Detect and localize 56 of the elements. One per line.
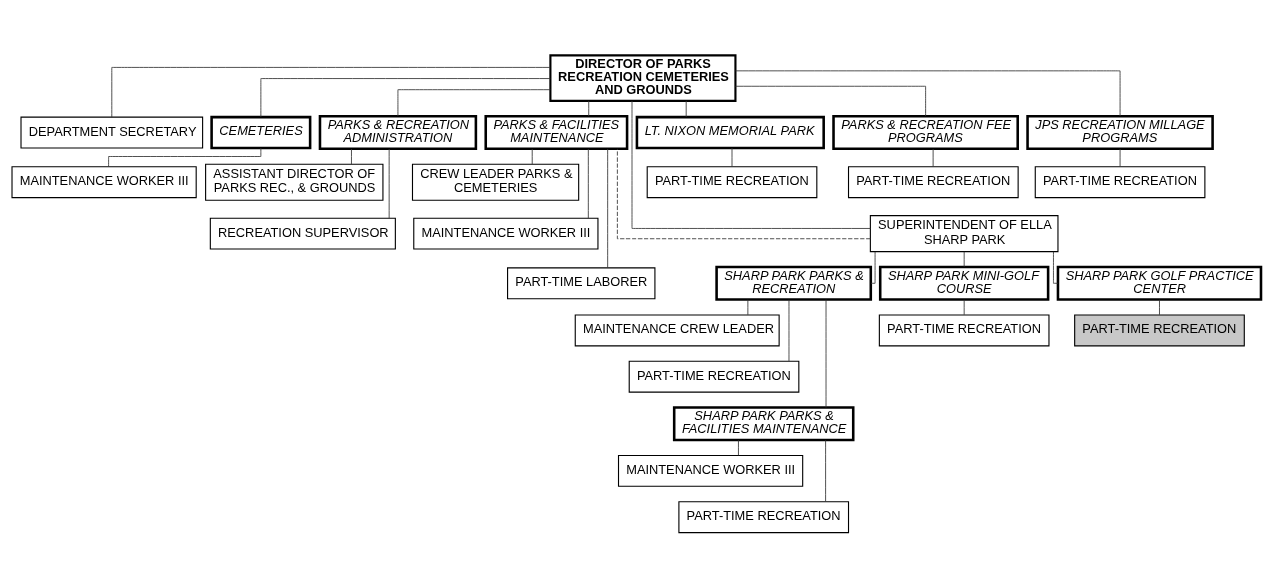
node-box: PART-TIME RECREATION [628,360,800,393]
connector [631,100,871,229]
node-box: PART-TIME RECREATION [1034,166,1206,199]
connector [825,439,827,502]
node-box: PART-TIME RECREATION [878,314,1050,347]
connector [735,70,1121,117]
connector [731,147,733,168]
node-box: PARKS & RECREATION ADMINISTRATION [318,114,478,151]
node-box: CEMETERIES [210,115,312,150]
connector [397,89,551,117]
node-box: JPS RECREATION MILLAGE PROGRAMS [1026,114,1214,151]
connector [685,100,687,118]
connector [351,148,352,165]
connector [531,148,533,165]
connector [260,78,551,118]
connector [932,148,934,167]
connector [747,299,749,316]
node-box: SHARP PARK PARKS & RECREATION [715,265,873,301]
node-box: PART-TIME RECREATION [678,501,850,534]
node-box: MAINTENANCE WORKER III [617,454,804,487]
connector [388,148,390,219]
node-box: PART-TIME LABORER [507,267,656,300]
connector [1159,299,1160,316]
node-box: DEPARTMENT SECRETARY [20,116,204,149]
node-box: LT. NIXON MEMORIAL PARK [635,115,825,150]
node-box: MAINTENANCE WORKER III [413,217,599,250]
connector [1053,251,1059,284]
connector [587,148,589,219]
node-box: MAINTENANCE CREW LEADER [574,314,780,347]
connector [963,251,965,268]
node-box: PART-TIME RECREATION [1074,314,1245,347]
node-box: SHARP PARK PARKS & FACILITIES MAINTENANCE [672,406,855,442]
node-box: SUPERINTENDENT OF ELLA SHARP PARK [869,215,1059,253]
node-box: PART-TIME RECREATION [646,166,818,199]
node-box: SHARP PARK MINI-GOLF COURSE [878,265,1050,301]
connector [111,67,551,118]
connector [825,299,827,408]
node-box: MAINTENANCE WORKER III [11,166,197,199]
node-box: DIRECTOR OF PARKS RECREATION CEMETERIES AND GROUNDS [549,54,737,102]
connector [963,299,965,316]
node-box: PART-TIME RECREATION [847,166,1019,199]
connector [1119,148,1121,167]
connector [108,147,262,168]
connector [788,299,790,362]
connector [607,148,609,269]
connector [738,439,739,456]
connector [616,148,871,240]
node-box: RECREATION SUPERVISOR [209,217,396,250]
node-box: SHARP PARK GOLF PRACTICE CENTER [1056,265,1263,301]
connector [588,100,590,117]
node-box: ASSISTANT DIRECTOR OF PARKS REC., & GROUNDS [205,163,384,201]
node-box: PARKS & RECREATION FEE PROGRAMS [832,114,1019,151]
node-box: CREW LEADER PARKS & CEMETERIES [411,163,580,201]
connector [870,251,876,284]
node-box: PARKS & FACILITIES MAINTENANCE [484,114,629,151]
connector [735,85,927,117]
